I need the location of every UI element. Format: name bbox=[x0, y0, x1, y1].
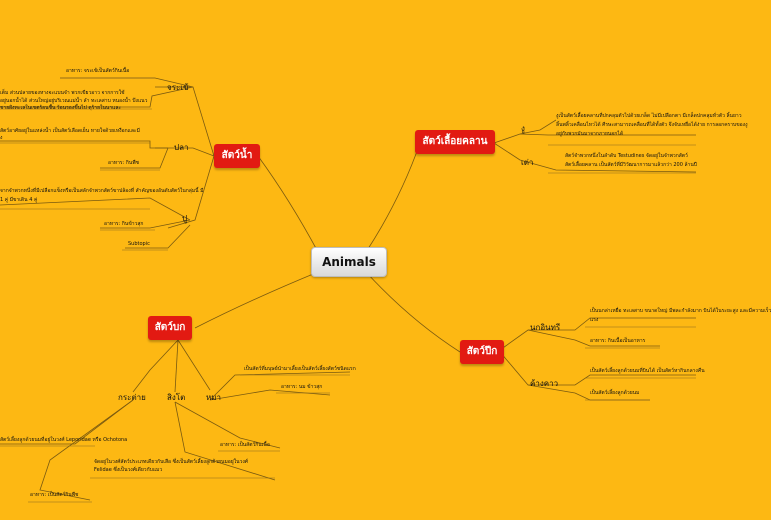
crab-desc-1: จากจำพวกหนึ่งที่มีเปลือกแข็งหรือเป็นสลัก… bbox=[0, 188, 204, 194]
snake-desc-1: งูเป็นสัตว์เลื้อยคลานที่ปกคลุมตัวไปด้วยเ… bbox=[556, 113, 742, 119]
subtopic-fish[interactable]: ปลา bbox=[174, 143, 189, 152]
turtle-desc-1: สัตว์จำพวกหนึ่งในลำดับ Testudines จัดอยู… bbox=[565, 153, 688, 159]
crocodile-desc-2: อยู่นอกน้ำได้ ส่วนใหญ่อยู่บริเวณแม่น้ำ ล… bbox=[0, 98, 148, 111]
subtopic-crocodile[interactable]: จระเข้ bbox=[167, 83, 189, 92]
fish-desc: สัตว์อาศัยอยู่ในแหล่งน้ำ เป็นสัตว์เลือดเ… bbox=[0, 128, 140, 134]
turtle-desc-2: สัตว์เลื้อยคลาน เป็นสัตว์ที่มีวิวัฒนาการ… bbox=[565, 162, 697, 168]
topic-water-animals[interactable]: สัตว์น้ำ bbox=[214, 144, 260, 168]
snake-desc-2: ลิ้นพลิ้วเคลื่อนไหวได้ ศีรษะสามารถเคลื่อ… bbox=[556, 122, 748, 128]
subtopic-dog[interactable]: หมา bbox=[206, 393, 222, 402]
snake-desc-3: อยู่กับพวกมันมาจากภายนอกได้ bbox=[556, 131, 624, 137]
crab-desc-2: 1 คู่ มีขาเดิน 4 คู่ bbox=[0, 197, 38, 203]
subtopic-crab[interactable]: ปู bbox=[182, 214, 188, 223]
topic-land-animals[interactable]: สัตว์บก bbox=[148, 316, 192, 340]
crab-food: อาหาร: กินข้าวสุก bbox=[104, 221, 144, 227]
rabbit-food: อาหาร: เป็นสัตว์กินพืช bbox=[30, 492, 79, 498]
lion-food: อาหาร: เป็นสัตว์กินเนื้อ bbox=[220, 442, 270, 448]
bat-desc-1: เป็นสัตว์เลี้ยงลูกด้วยนมที่บินได้ เป็นสั… bbox=[590, 368, 705, 374]
subtopic-rabbit[interactable]: กระต่าย bbox=[118, 393, 146, 402]
topic-birds[interactable]: สัตว์ปีก bbox=[460, 340, 504, 364]
central-topic[interactable]: Animals bbox=[311, 247, 387, 277]
eagle-desc-2: แรง bbox=[590, 317, 599, 323]
subtopic-lion[interactable]: สิงโต bbox=[167, 393, 186, 402]
connector-lines bbox=[0, 77, 697, 503]
subtopic-eagle[interactable]: นกอินทรี bbox=[530, 323, 561, 332]
fish-desc-2: ง bbox=[0, 135, 3, 141]
subtopic-snake[interactable]: งู bbox=[521, 124, 525, 133]
eagle-food: อาหาร: กินเนื้อเป็นอาหาร bbox=[590, 338, 646, 344]
fish-food: อาหาร: กินพืช bbox=[108, 160, 140, 166]
dog-desc: เป็นสัตว์ที่มนุษย์นำมาเลี้ยงเป็นสัตว์เลี… bbox=[244, 366, 356, 372]
rabbit-desc: สัตว์เลี้ยงลูกด้วยนมที่อยู่ในวงศ์ Lepori… bbox=[0, 437, 128, 443]
subtopic-turtle[interactable]: เต่า bbox=[521, 158, 534, 167]
subtopic-bat[interactable]: ค้างคาว bbox=[530, 379, 559, 388]
crab-subtopic[interactable]: Subtopic bbox=[128, 241, 150, 247]
lion-desc-2: Felidae ซึ่งเป็นวงศ์เดียวกับแมว bbox=[94, 467, 163, 473]
crocodile-desc-1: เต็ม ส่วนปลายของหางจะแบนจำ พวกเขียวอาว จ… bbox=[0, 90, 125, 96]
crocodile-food: อาหาร: จระเข้เป็นสัตว์กินเนื้อ bbox=[66, 68, 130, 74]
lion-desc-1: จัดอยู่ในวงศ์สัตว์ประเภทเดียวกับเสือ ซึ่… bbox=[94, 459, 248, 465]
mind-map: Animals สัตว์น้ำ จระเข้ อาหาร: จระเข้เป็… bbox=[0, 68, 771, 503]
bat-desc-2: เป็นสัตว์เลี้ยงลูกด้วยนม bbox=[590, 390, 640, 396]
topic-reptiles[interactable]: สัตว์เลื้อยคลาน bbox=[415, 130, 495, 154]
eagle-desc-1: เป็นนกล่าเหยื่อ ทะเลสาบ ขนาดใหญ่ มีพละกำ… bbox=[590, 308, 771, 314]
dog-food: อาหาร: นม ข้าวสุก bbox=[281, 384, 323, 390]
